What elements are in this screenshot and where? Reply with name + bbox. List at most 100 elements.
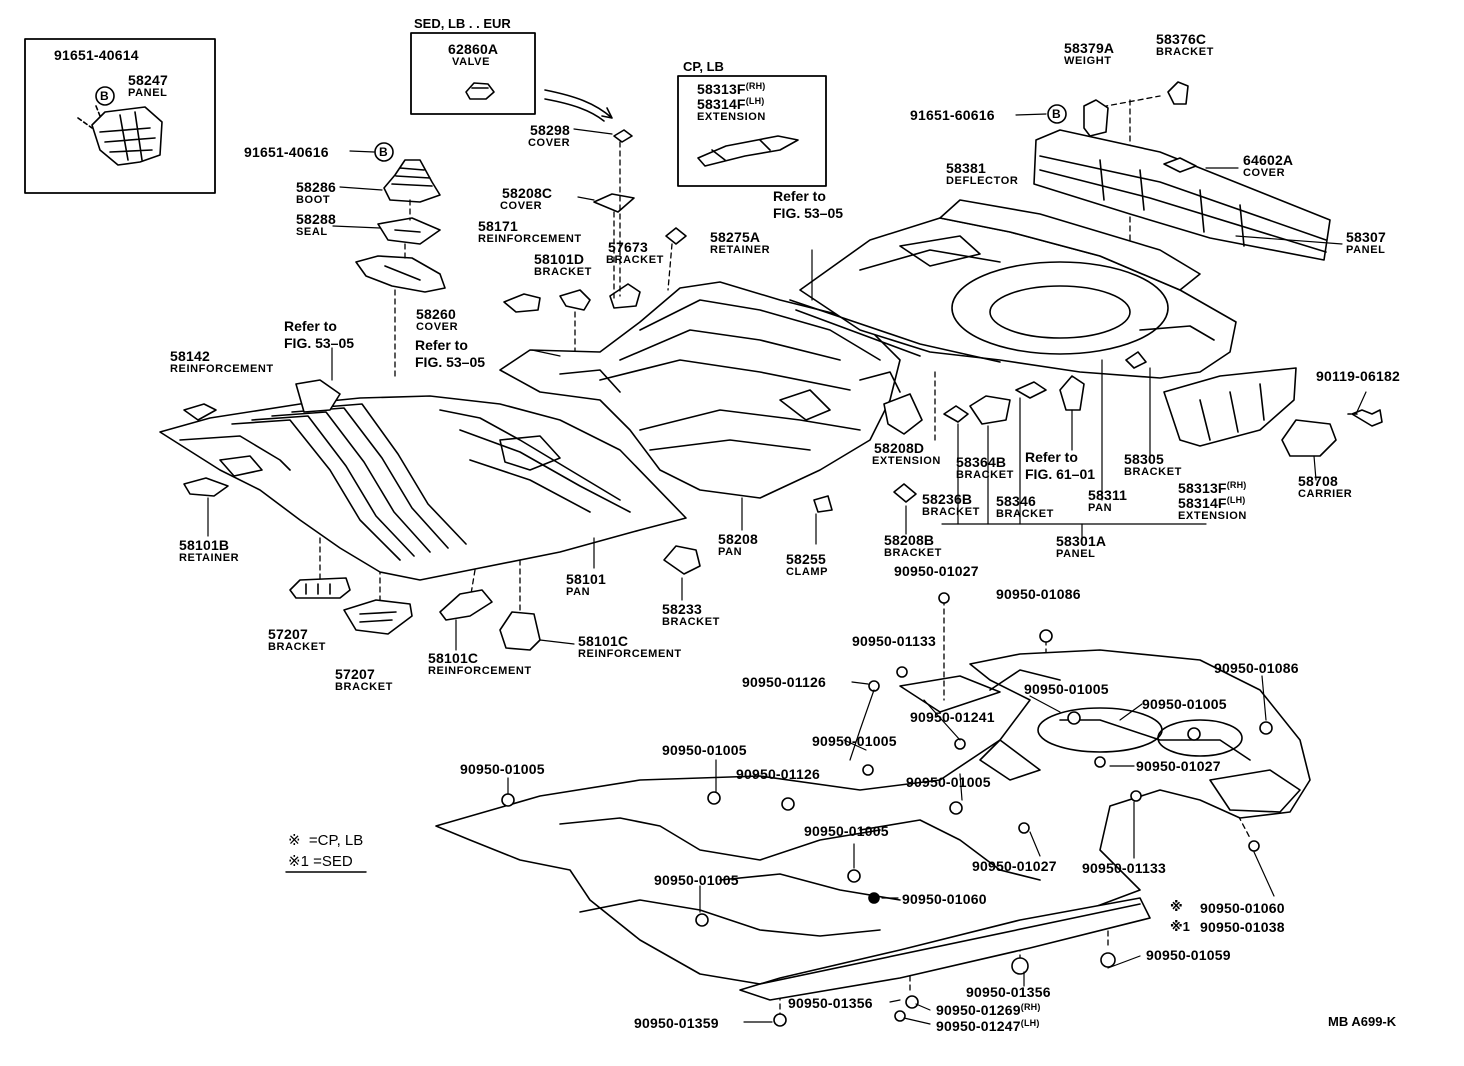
part-number-91651-40616: 91651-40616 <box>244 144 329 160</box>
part-name-62860a: VALVE <box>452 56 491 68</box>
bracket-57207a-shape <box>289 577 351 599</box>
part-name-57207-a: BRACKET <box>268 641 326 653</box>
b-marker-label: B <box>100 89 109 103</box>
plug-label: 90950-01086 <box>1214 660 1299 676</box>
part-number-58314f-inset: 58314F(LH) <box>697 96 765 112</box>
ref-fig-53-05-mid[interactable]: Refer to FIG. 53–05 <box>415 337 486 370</box>
plug-label: 90950-01005 <box>1142 696 1227 712</box>
part-number-58101: 58101 <box>566 571 606 587</box>
inset-sed-header: SED, LB . . EUR <box>414 16 511 31</box>
plug-label: 90950-01060 <box>902 891 987 907</box>
part-name-58101d: BRACKET <box>534 266 592 278</box>
part-number-58101b: 58101B <box>179 537 230 553</box>
part-name-58142: REINFORCEMENT <box>170 363 274 375</box>
part-name-57207-b: BRACKET <box>335 681 393 693</box>
bracket-57673-shape <box>609 283 641 309</box>
reinf-58101c-b-shape <box>499 611 541 651</box>
part-name-58208c: COVER <box>500 200 543 212</box>
extension-58313f-shape <box>1163 367 1297 447</box>
plug-label: 90950-01005 <box>812 733 897 749</box>
part-number-58208d: 58208D <box>874 440 925 456</box>
part-name-58379a: WEIGHT <box>1064 55 1112 67</box>
part-number-58379a: 58379A <box>1064 40 1115 56</box>
front-floor-pan-shape <box>159 379 687 581</box>
plug-label: 90950-01356 <box>966 984 1051 1000</box>
part-name-64602a: COVER <box>1243 167 1286 179</box>
part-number-58307: 58307 <box>1346 229 1386 245</box>
part-number-58101d: 58101D <box>534 251 585 267</box>
part-number-58208c: 58208C <box>502 185 553 201</box>
reinf-58171-shape <box>503 293 541 313</box>
part-number-91651-60616: 91651-60616 <box>910 107 995 123</box>
legend-sed: ※1 =SED <box>288 853 353 870</box>
plug-label: 90950-01247(LH) <box>936 1018 1040 1034</box>
part-name-57673: BRACKET <box>606 254 664 266</box>
part-number-58288: 58288 <box>296 211 336 227</box>
part-number-58171: 58171 <box>478 218 518 234</box>
plug-label: 90950-01059 <box>1146 947 1231 963</box>
part-name-58298: COVER <box>528 137 571 149</box>
part-number-58275a: 58275A <box>710 229 761 245</box>
part-name-58260: COVER <box>416 321 459 333</box>
b-marker-label: B <box>379 145 388 159</box>
bracket-58376c-shape <box>1167 81 1189 105</box>
part-name-58313f: EXTENSION <box>1178 510 1247 522</box>
part-name-58364b: BRACKET <box>956 469 1014 481</box>
bracket-58236b-shape <box>943 405 969 423</box>
part-number-58364b: 58364B <box>956 454 1007 470</box>
ref-fig-61-01[interactable]: Refer to FIG. 61–01 <box>1025 449 1096 482</box>
plug-label: 90950-01005 <box>662 742 747 758</box>
part-number-58247: 58247 <box>128 72 168 88</box>
cover-58298-shape <box>613 129 633 143</box>
retainer-58275a-shape <box>665 227 687 245</box>
ref-fig-53-05-top[interactable]: Refer to FIG. 53–05 <box>773 188 844 221</box>
part-name-58301a: PANEL <box>1056 548 1096 560</box>
ref-fig-53-05-left[interactable]: Refer to FIG. 53–05 <box>284 318 355 351</box>
cover-58260-shape <box>355 255 446 293</box>
part-number-58286: 58286 <box>296 179 336 195</box>
extension-58208d-shape <box>883 393 923 435</box>
part-name-58208b: BRACKET <box>884 547 942 559</box>
deflector-58381-shape <box>939 199 1201 291</box>
part-name-58101b: RETAINER <box>179 552 240 564</box>
part-name-58101c-b: REINFORCEMENT <box>578 648 682 660</box>
diagram-code: MB A699-K <box>1328 1014 1397 1029</box>
bracket-58233-shape <box>663 545 701 575</box>
part-name-58208d: EXTENSION <box>872 455 941 467</box>
part-fig6101-shape <box>1059 375 1085 411</box>
part-number-91651-40614: 91651-40614 <box>54 47 139 63</box>
part-number-58314f: 58314F(LH) <box>1178 495 1246 511</box>
inset-panel-box <box>24 38 216 194</box>
plug-label: 90950-01027 <box>1136 758 1221 774</box>
weight-58379a-shape <box>1083 99 1109 137</box>
part-number-58208: 58208 <box>718 531 758 547</box>
part-name-58305: BRACKET <box>1124 466 1182 478</box>
plug-label: 90950-01356 <box>788 995 873 1011</box>
plug-label: 90950-01027 <box>894 563 979 579</box>
callout-arrow <box>544 89 613 122</box>
bolt-90119-shape <box>1351 409 1383 427</box>
cover-58208c-shape <box>593 193 635 213</box>
part-name-58288: SEAL <box>296 226 328 238</box>
part-number-57673: 57673 <box>608 239 648 255</box>
rear-floor-pan-shape <box>789 217 1237 379</box>
part-number-58255: 58255 <box>786 551 826 567</box>
part-name-58275a: RETAINER <box>710 244 771 256</box>
part-number-58101c-a: 58101C <box>428 650 479 666</box>
part-number-58346: 58346 <box>996 493 1036 509</box>
plug-label: 90950-01005 <box>1024 681 1109 697</box>
center-floor-pan-shape <box>499 281 901 499</box>
part-number-58208b: 58208B <box>884 532 935 548</box>
part-number-64602a: 64602A <box>1243 152 1294 168</box>
carrier-58708-shape <box>1281 419 1337 457</box>
plug-label: 90950-01359 <box>634 1015 719 1031</box>
plug-label: 90950-01133 <box>1082 860 1166 876</box>
part-name-58708: CARRIER <box>1298 488 1353 500</box>
boot-shape <box>383 159 441 203</box>
bracket-57207b-shape <box>343 599 413 635</box>
b-marker-icon <box>95 86 1067 162</box>
part-name-58346: BRACKET <box>996 508 1054 520</box>
plug-label: 90950-01060 <box>1200 900 1285 916</box>
valve-shape <box>465 82 495 100</box>
